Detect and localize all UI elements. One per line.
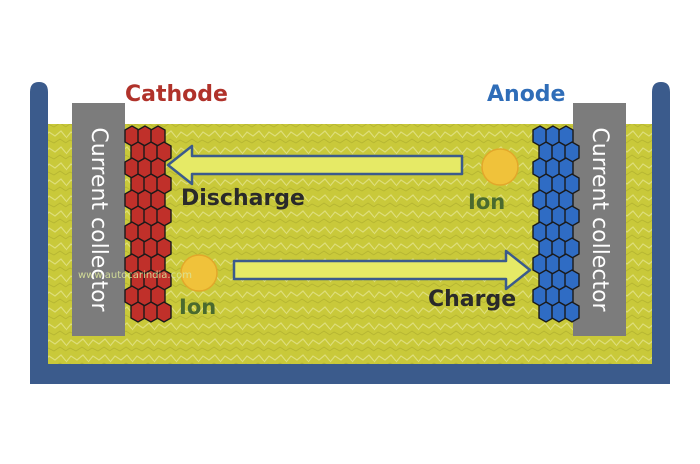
anode-label: Anode — [487, 82, 566, 107]
discharge-label: Discharge — [181, 186, 305, 211]
anode-electrode — [532, 125, 580, 323]
current-collector-left-label: Current collector — [86, 127, 111, 312]
cathode-cell — [156, 301, 172, 323]
current-collector-left — [72, 103, 125, 336]
anode-cell — [538, 301, 554, 323]
cathode-cell — [130, 301, 146, 323]
ion-top-circle — [481, 148, 519, 186]
cathode-label: Cathode — [125, 82, 228, 107]
current-collector-right — [573, 103, 626, 336]
current-collector-right-label: Current collector — [587, 127, 612, 312]
anode-cell — [564, 301, 580, 323]
watermark-text: www.autocarindia.com — [78, 270, 192, 281]
cathode-electrode — [124, 125, 172, 323]
ion-bottom-label: Ion — [179, 295, 217, 319]
discharge-arrow — [166, 144, 464, 186]
ion-top-label: Ion — [468, 190, 506, 214]
ion-bottom-circle — [180, 254, 218, 292]
charge-arrow — [232, 249, 532, 291]
anode-cell — [551, 301, 567, 323]
charge-label: Charge — [428, 287, 517, 312]
cathode-cell — [143, 301, 159, 323]
